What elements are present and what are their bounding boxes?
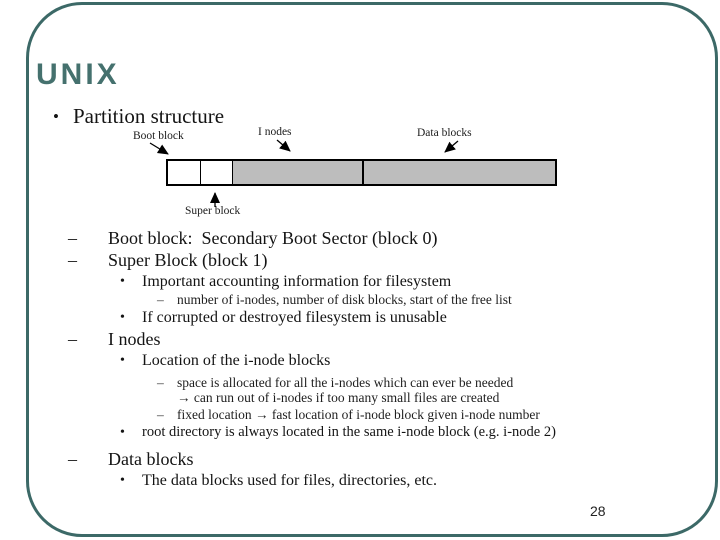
bullet-text: If corrupted or destroyed filesystem is … — [142, 309, 447, 326]
bullet-text: space is allocated for all the i-nodes w… — [177, 375, 514, 390]
diagram-label-super-block: Super block — [185, 205, 241, 217]
bullet-item-super-block: – Super Block (block 1) — [0, 249, 720, 271]
bullet-text: fixed location → fast location of i-node… — [177, 407, 540, 422]
bullet-item-space-allocated: – space is allocated for all the i-nodes… — [0, 375, 720, 390]
bullet-item-data-blocks: – Data blocks — [0, 448, 720, 470]
inodes-segment — [233, 161, 364, 184]
boot-block-segment — [168, 161, 201, 184]
bullet-marker: • — [120, 274, 125, 289]
bullet-marker: – — [68, 449, 77, 469]
bullet-text: number of i-nodes, number of disk blocks… — [177, 292, 512, 307]
bullet-item-number-of-inodes: – number of i-nodes, number of disk bloc… — [0, 292, 720, 307]
bullet-item-root-directory: • root directory is always located in th… — [0, 422, 720, 443]
bullet-item-accounting-info: • Important accounting information for f… — [0, 271, 720, 292]
bullet-marker: • — [120, 425, 125, 440]
bullet-item-data-blocks-usage: • The data blocks used for files, direct… — [0, 470, 720, 491]
slide-frame — [26, 2, 718, 537]
bullet-marker: • — [120, 310, 125, 325]
bullet-item-if-corrupted: • If corrupted or destroyed filesystem i… — [0, 307, 720, 328]
bullet-text: Partition structure — [73, 104, 225, 128]
bullet-marker: • — [120, 353, 125, 368]
bullet-item-fixed-location: – fixed location → fast location of i-no… — [0, 407, 720, 422]
bullet-text: → can run out of i-nodes if too many sma… — [177, 390, 500, 405]
bullet-marker: – — [68, 329, 77, 349]
super-block-segment — [201, 161, 233, 184]
bullet-text: root directory is always located in the … — [142, 424, 556, 440]
bullet-marker: – — [68, 228, 77, 248]
bullet-marker: – — [157, 292, 164, 307]
bullet-text: Data blocks — [108, 449, 194, 469]
bullet-item-location-inode-blocks: • Location of the i-node blocks — [0, 350, 720, 371]
bullet-text: The data blocks used for files, director… — [142, 472, 437, 489]
diagram-label-boot-block: Boot block — [133, 130, 184, 142]
bullet-text: Super Block (block 1) — [108, 250, 268, 270]
data-blocks-segment — [364, 161, 555, 184]
bullet-text: I nodes — [108, 329, 161, 349]
bullet-marker: • — [120, 473, 125, 488]
bullet-text: Important accounting information for fil… — [142, 273, 452, 290]
page-number: 28 — [590, 503, 606, 519]
bullet-marker: • — [53, 107, 59, 126]
bullet-item-inodes: – I nodes — [0, 328, 720, 350]
diagram-label-data-blocks: Data blocks — [417, 127, 472, 139]
bullet-item-boot-block: – Boot block: Secondary Boot Sector (blo… — [0, 227, 720, 249]
diagram-label-inodes: I nodes — [258, 126, 292, 138]
partition-bar — [166, 159, 557, 186]
bullet-text: Location of the i-node blocks — [142, 352, 331, 369]
slide-title: UNIX — [36, 58, 120, 91]
bullet-marker: – — [157, 375, 164, 390]
bullet-marker: – — [68, 250, 77, 270]
bullet-item-run-out-inodes: → can run out of i-nodes if too many sma… — [0, 390, 720, 405]
bullet-list: – Boot block: Secondary Boot Sector (blo… — [0, 227, 720, 491]
bullet-marker: – — [157, 407, 164, 422]
bullet-text: Boot block: Secondary Boot Sector (block… — [108, 228, 438, 248]
